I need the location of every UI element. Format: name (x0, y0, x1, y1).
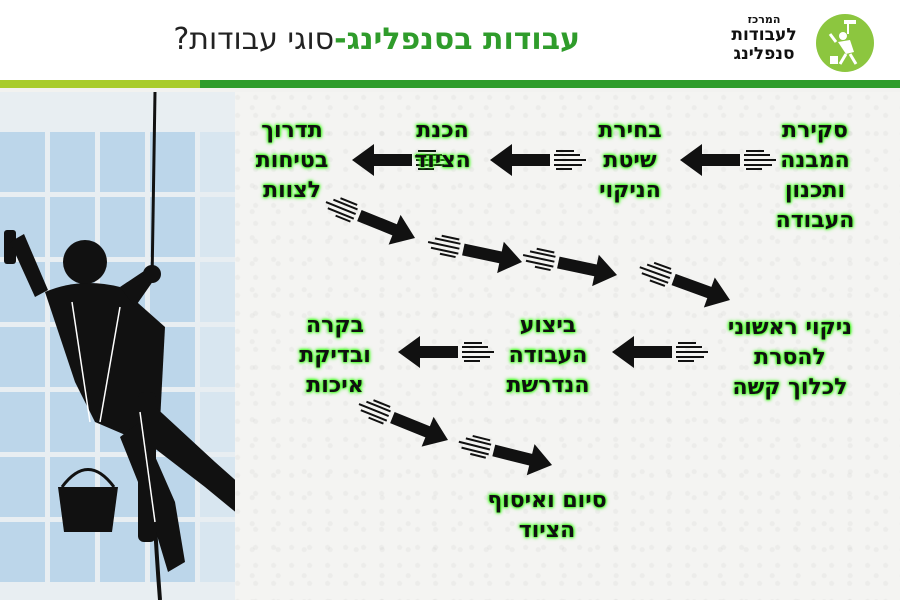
step-equipment-prep: הכנת הציוד (395, 116, 490, 176)
logo-icon (816, 14, 874, 72)
step-line: הכנת (416, 118, 469, 143)
step-line: תדרוך (261, 118, 323, 143)
step-line: ובדיקת (299, 343, 371, 368)
step-line: בטיחות (255, 148, 329, 173)
step-line: הציוד (414, 148, 471, 173)
step-line: בקרה (306, 313, 364, 338)
step-line: העבודה (508, 343, 588, 368)
step-line: ניקוי ראשוני (727, 315, 853, 340)
step-safety-briefing: תדרוך בטיחות לצוות (232, 116, 352, 206)
title-sub: סוגי עבודות? (173, 22, 335, 57)
header-stripe-light (0, 80, 200, 88)
header-stripe-green (200, 80, 900, 88)
page-title: עבודות בסנפלינג-סוגי עבודות? (173, 22, 580, 57)
step-line: סקירת (782, 118, 848, 143)
step-line: ותכנון (784, 178, 846, 203)
step-perform-work: ביצוע העבודה הנדרשת (483, 311, 613, 401)
step-cleaning-method: בחירת שיטת הניקוי (575, 116, 685, 206)
building-climber-illustration (0, 92, 235, 600)
step-line: להסרת (754, 345, 826, 370)
step-line: העבודה (775, 208, 855, 233)
climber-logo-icon (828, 20, 858, 65)
step-line: שיטת (603, 148, 657, 173)
step-quality-control: בקרה ובדיקת איכות (275, 311, 395, 401)
step-line: לכלוך קשה (732, 375, 848, 400)
arrow-diagonal-2 (423, 225, 527, 279)
arrow-step5-to-step6 (611, 335, 709, 369)
arrow-step2-to-step3 (489, 143, 587, 177)
step-initial-cleaning: ניקוי ראשוני להסרת לכלוך קשה (700, 313, 880, 403)
logo-line-1: המרכז (747, 13, 781, 26)
step-line: סיום ואיסוף (487, 488, 607, 513)
logo-line-2: לעבודות (731, 25, 797, 45)
title-separator: - (334, 22, 347, 57)
arrow-diagonal-6 (453, 425, 557, 482)
step-line: איכות (306, 373, 364, 398)
step-line: בחירת (598, 118, 662, 143)
step-line: לצוות (263, 178, 321, 203)
logo-line-3: סנפלינג (733, 44, 795, 64)
arrow-step6-to-step7 (397, 335, 495, 369)
step-line: הנדרשת (506, 373, 590, 398)
title-main: עבודות בסנפלינג (346, 22, 580, 57)
step-finish-collect-equipment: סיום ואיסוף הציוד (462, 486, 632, 546)
step-line: הציוד (518, 518, 576, 543)
arrow-diagonal-4 (633, 251, 737, 317)
arrow-diagonal-3 (518, 238, 622, 292)
step-line: ביצוע (519, 313, 577, 338)
logo-text: המרכז לעבודות סנפלינג (724, 14, 804, 63)
step-line: הניקוי (599, 178, 661, 203)
header: עבודות בסנפלינג-סוגי עבודות? המרכז לעבוד… (0, 0, 900, 80)
step-survey-planning: סקירת המבנה ותכנון העבודה (750, 116, 880, 236)
step-line: המבנה (780, 148, 850, 173)
